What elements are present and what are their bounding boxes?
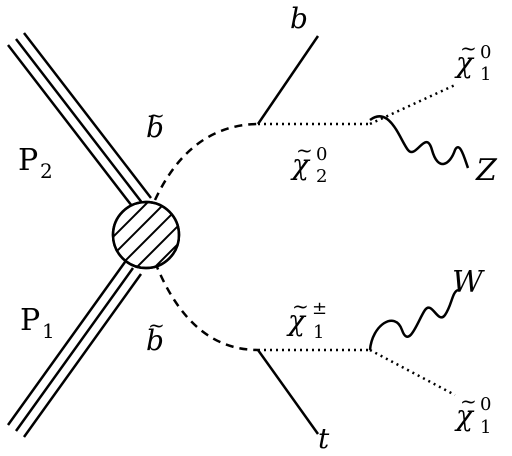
svg-text:χ: χ: [286, 304, 307, 337]
svg-text:b: b: [146, 324, 164, 357]
svg-text:~: ~: [460, 36, 477, 60]
sbottom-upper-line: [153, 122, 259, 201]
neutralino1-bottom-line: [369, 348, 456, 397]
w-boson-label: W: [452, 265, 485, 300]
z-boson-line: [369, 115, 470, 169]
svg-text:0: 0: [480, 42, 491, 63]
svg-text:0: 0: [316, 144, 327, 165]
sbottom-lower-line: [153, 261, 259, 352]
svg-text:χ: χ: [454, 46, 475, 79]
proton-p2-line: [7, 32, 152, 211]
sbottom-upper-label: ~ b: [146, 103, 165, 144]
svg-text:~: ~: [292, 294, 309, 318]
svg-text:2: 2: [40, 159, 53, 183]
sbottom-lower-label: ~ b: [146, 313, 165, 357]
svg-text:1: 1: [42, 319, 55, 343]
svg-text:~: ~: [148, 313, 165, 337]
z-boson-label: Z: [475, 153, 498, 188]
svg-text:1: 1: [480, 64, 491, 85]
svg-text:χ: χ: [454, 399, 475, 432]
svg-text:0: 0: [480, 394, 491, 415]
t-quark-label: t: [318, 422, 330, 455]
svg-text:2: 2: [316, 166, 327, 187]
proton-p2-label: P 2: [18, 143, 53, 183]
b-quark-label: b: [290, 2, 308, 35]
t-quark-line: [256, 349, 320, 435]
svg-text:b: b: [146, 111, 164, 144]
svg-text:1: 1: [480, 417, 491, 438]
svg-text:~: ~: [296, 138, 313, 162]
svg-text:1: 1: [313, 322, 324, 343]
svg-text:χ: χ: [290, 148, 311, 181]
svg-text:P: P: [18, 143, 38, 178]
neutralino1-top-label: ~ χ 0 1: [454, 36, 491, 85]
b-quark-line: [256, 35, 320, 125]
neutralino2-label: ~ χ 0 2: [290, 138, 327, 187]
svg-text:P: P: [20, 303, 40, 338]
proton-p1-label: P 1: [20, 303, 55, 343]
svg-text:~: ~: [460, 389, 477, 413]
w-boson-line: [368, 288, 459, 351]
chargino1-label: ~ χ ± 1: [286, 294, 327, 343]
neutralino1-bottom-label: ~ χ 0 1: [454, 389, 491, 438]
svg-text:±: ±: [312, 298, 327, 319]
svg-text:~: ~: [148, 103, 165, 127]
proton-p1-line: [6, 261, 143, 438]
